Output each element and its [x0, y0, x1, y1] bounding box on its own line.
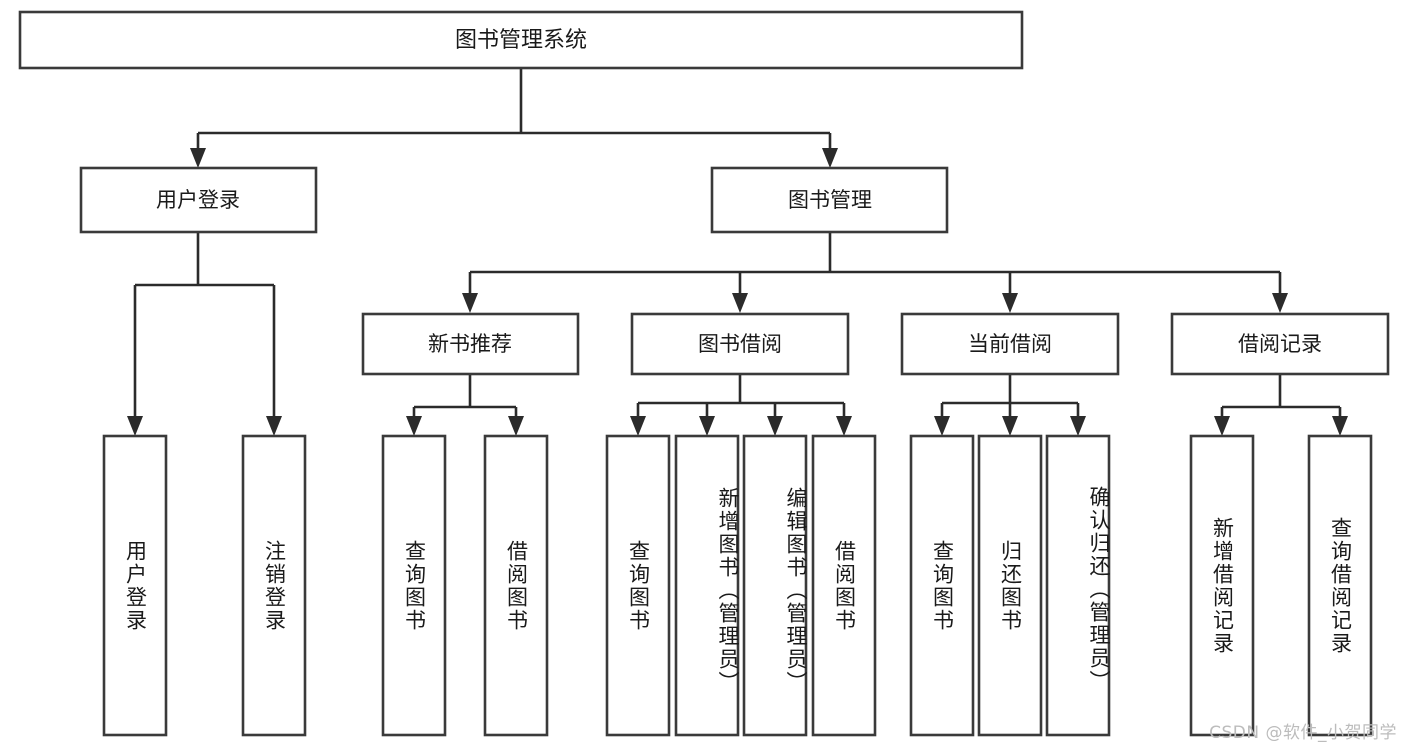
arrow-book-borrow-leaf-4: [836, 416, 852, 436]
node-user-login-label: 用户登录: [156, 188, 240, 212]
arrow-to-current-borrow: [1002, 293, 1018, 313]
arrow-user-login-leaf-2: [266, 416, 282, 436]
node-current-borrow[interactable]: 当前借阅: [900, 312, 1120, 376]
arrow-book-borrow-leaf-2: [699, 416, 715, 436]
node-book-borrow[interactable]: 图书借阅: [630, 312, 850, 376]
arrow-new-book-leaf-2: [508, 416, 524, 436]
leaf-box-book-borrow-3[interactable]: [742, 434, 808, 737]
connectors-book-manage-to-level3: [462, 232, 1288, 313]
arrow-user-login-leaf-1: [127, 416, 143, 436]
node-book-borrow-box[interactable]: [630, 312, 850, 376]
arrow-book-borrow-leaf-3: [767, 416, 783, 436]
leaf-box-book-borrow-1[interactable]: [605, 434, 671, 737]
leaf-box-user-login-2[interactable]: [241, 434, 307, 737]
leaf-boxes-new-book-recommend: [381, 434, 549, 737]
node-root-label: 图书管理系统: [455, 28, 587, 53]
node-root-box[interactable]: [18, 10, 1024, 70]
leaf-box-borrow-record-1[interactable]: [1189, 434, 1255, 737]
leaf-box-new-book-2[interactable]: [483, 434, 549, 737]
node-borrow-record-label: 借阅记录: [1238, 332, 1322, 356]
arrow-to-borrow-record: [1272, 293, 1288, 313]
node-book-manage[interactable]: 图书管理: [710, 166, 949, 234]
connectors-new-book-to-leaves: [406, 374, 524, 436]
leaf-box-borrow-record-2[interactable]: [1307, 434, 1373, 737]
leaf-box-current-borrow-3[interactable]: [1045, 434, 1111, 737]
node-current-borrow-label: 当前借阅: [968, 332, 1052, 356]
node-current-borrow-box[interactable]: [900, 312, 1120, 376]
arrow-to-book-borrow: [732, 293, 748, 313]
node-book-borrow-label: 图书借阅: [698, 332, 782, 356]
connectors-book-borrow-to-leaves: [630, 374, 852, 436]
node-root[interactable]: 图书管理系统: [18, 10, 1024, 70]
node-new-book-recommend[interactable]: 新书推荐: [361, 312, 580, 376]
node-new-book-recommend-label: 新书推荐: [428, 332, 512, 356]
connectors-user-login-to-leaves: [127, 232, 282, 436]
leaf-box-user-login-1[interactable]: [102, 434, 168, 737]
arrow-new-book-leaf-1: [406, 416, 422, 436]
node-book-manage-box[interactable]: [710, 166, 949, 234]
node-borrow-record[interactable]: 借阅记录: [1170, 312, 1390, 376]
arrow-current-borrow-leaf-2: [1002, 416, 1018, 436]
csdn-watermark: CSDN @软件_小贺同学: [1209, 723, 1397, 743]
arrow-to-user-login: [190, 148, 206, 168]
leaf-boxes-current-borrow: [909, 434, 1111, 737]
arrow-borrow-record-leaf-1: [1214, 416, 1230, 436]
node-borrow-record-box[interactable]: [1170, 312, 1390, 376]
arrow-current-borrow-leaf-3: [1070, 416, 1086, 436]
leaf-box-book-borrow-2[interactable]: [674, 434, 740, 737]
leaf-boxes-book-borrow: [605, 434, 877, 737]
arrow-borrow-record-leaf-2: [1332, 416, 1348, 436]
connectors-borrow-record-to-leaves: [1214, 374, 1348, 436]
connectors-current-borrow-to-leaves: [934, 374, 1086, 436]
connectors-root-to-level2: [190, 68, 838, 168]
arrow-to-book-manage: [822, 148, 838, 168]
leaf-box-current-borrow-1[interactable]: [909, 434, 975, 737]
node-user-login[interactable]: 用户登录: [79, 166, 318, 234]
leaf-boxes-borrow-record: [1189, 434, 1373, 737]
arrow-to-new-book: [462, 293, 478, 313]
leaf-box-book-borrow-4[interactable]: [811, 434, 877, 737]
node-new-book-recommend-box[interactable]: [361, 312, 580, 376]
leaf-boxes-user-login: [102, 434, 307, 737]
node-book-manage-label: 图书管理: [788, 188, 872, 212]
arrow-current-borrow-leaf-1: [934, 416, 950, 436]
arrow-book-borrow-leaf-1: [630, 416, 646, 436]
node-user-login-box[interactable]: [79, 166, 318, 234]
leaf-box-new-book-1[interactable]: [381, 434, 447, 737]
leaf-box-current-borrow-2[interactable]: [977, 434, 1043, 737]
